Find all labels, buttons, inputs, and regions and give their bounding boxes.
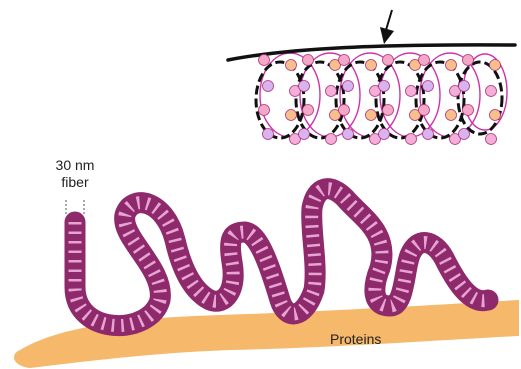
nucleosome <box>286 110 297 121</box>
nucleosome <box>490 60 501 71</box>
fiber-loops <box>75 189 488 326</box>
nucleosome <box>419 105 430 116</box>
nucleosome <box>463 105 474 116</box>
nucleosome <box>379 129 390 140</box>
solenoid-detail <box>228 45 515 145</box>
fiber-label: 30 nm fiber <box>56 157 95 190</box>
nucleosome <box>419 55 430 66</box>
nucleosome <box>486 134 497 145</box>
arrow-down-icon <box>380 10 394 44</box>
nucleosome <box>423 129 434 140</box>
nucleosome <box>486 86 497 97</box>
nucleosome <box>459 129 470 140</box>
nucleosome <box>303 55 314 66</box>
nucleosome <box>303 105 314 116</box>
nucleosome <box>459 81 470 92</box>
nucleosome <box>299 81 310 92</box>
nucleosome <box>406 134 417 145</box>
nucleosome <box>339 105 350 116</box>
nucleosome <box>286 60 297 71</box>
nucleosome <box>406 86 417 97</box>
nucleosome <box>343 129 354 140</box>
nucleosome <box>263 81 274 92</box>
nucleosome <box>463 55 474 66</box>
nucleosome <box>423 81 434 92</box>
nucleosome <box>259 105 270 116</box>
nucleosome <box>490 110 501 121</box>
proteins-label: Proteins <box>330 331 381 347</box>
nucleosome <box>299 129 310 140</box>
nucleosome <box>383 105 394 116</box>
nucleosome <box>343 81 354 92</box>
nucleosome <box>326 86 337 97</box>
fiber-label-line1: 30 nm <box>56 157 95 173</box>
fiber-label-line2: fiber <box>61 174 89 190</box>
nucleosome <box>366 110 377 121</box>
nucleosome <box>326 134 337 145</box>
solenoid-coils <box>256 62 502 138</box>
nucleosome <box>379 81 390 92</box>
nucleosome <box>366 60 377 71</box>
nucleosome <box>446 110 457 121</box>
nucleosome <box>446 60 457 71</box>
nucleosome <box>259 55 270 66</box>
nucleosome <box>263 129 274 140</box>
nucleosome <box>339 55 350 66</box>
nucleosome <box>383 55 394 66</box>
